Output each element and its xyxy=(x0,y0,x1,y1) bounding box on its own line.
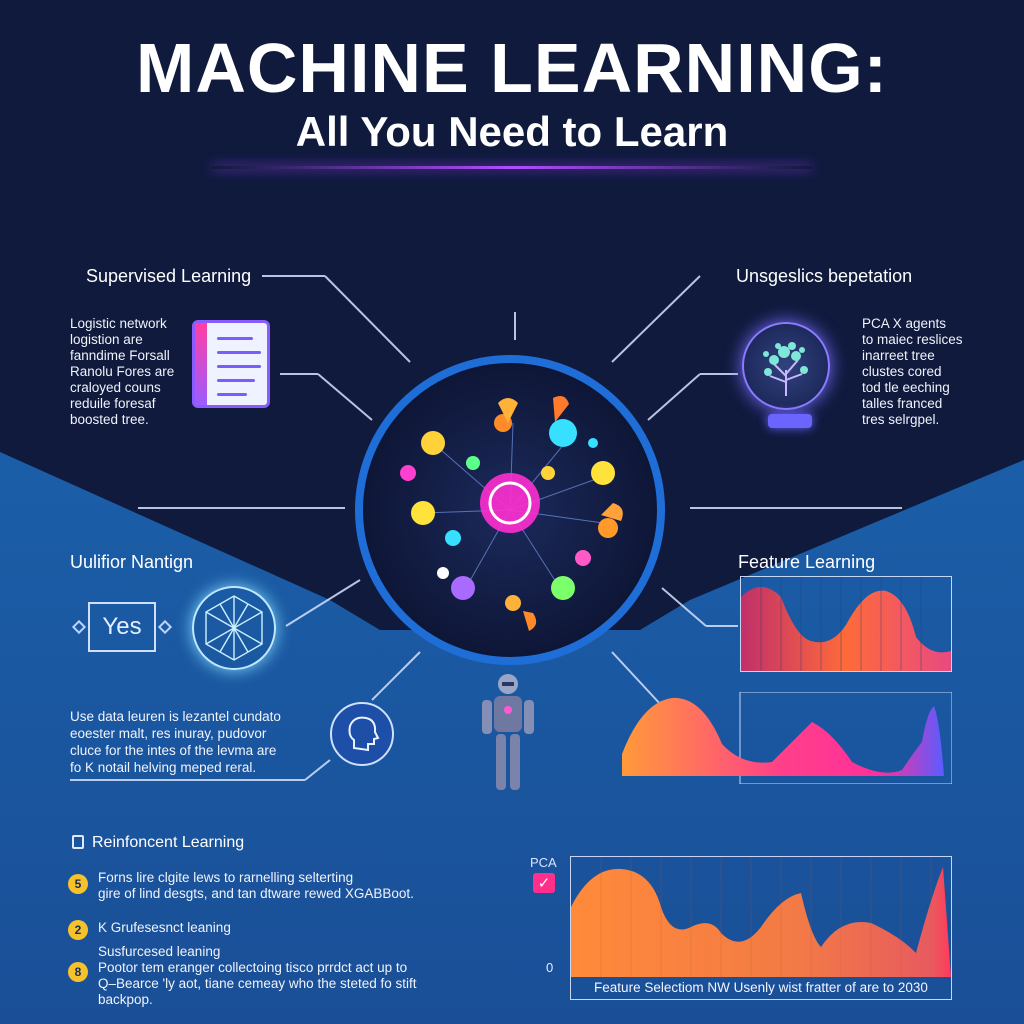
feature-chart-top xyxy=(740,576,952,672)
feature-learning-heading: Feature Learning xyxy=(738,552,876,572)
feature-selection-chart xyxy=(570,856,952,1000)
item-badge: 8 xyxy=(68,962,88,982)
unsupervised-line: talles franced xyxy=(862,396,943,411)
reinforcement-line: backpop. xyxy=(98,992,153,1007)
left-middle-line: Use data leuren is lezantel cundato xyxy=(70,709,281,724)
head-profile-icon xyxy=(330,702,394,766)
unsupervised-line: clustes cored xyxy=(862,364,942,379)
reinforcement-item: K Grufesesnct leaning xyxy=(98,920,231,936)
supervised-line: Logistic network xyxy=(70,316,167,331)
tree-base xyxy=(768,414,812,428)
item-badge: 2 xyxy=(68,920,88,940)
reinforcement-line: Forns lire clgite lews to rarnelling sel… xyxy=(98,870,354,885)
supervised-line: logistion are xyxy=(70,332,143,347)
document-icon xyxy=(192,320,270,408)
left-middle-text: Use data leuren is lezantel cundato eoes… xyxy=(70,708,281,776)
supervised-heading: Supervised Learning xyxy=(86,266,252,286)
unsupervised-line: to maiec reslices xyxy=(862,332,963,347)
reinforcement-line: Susfurcesed leaning xyxy=(98,944,221,959)
supervised-line: Ranolu Fores are xyxy=(70,364,175,379)
neural-cluster-graphic xyxy=(355,355,665,665)
supervised-line: fanndime Forsall xyxy=(70,348,170,363)
page-subtitle: All You Need to Learn xyxy=(295,108,729,155)
network-globe-icon xyxy=(192,586,276,670)
pca-label: PCA xyxy=(530,855,557,870)
left-middle-heading: Uulifior Nantign xyxy=(70,552,194,572)
unsupervised-line: tod tle eeching xyxy=(862,380,950,395)
robot-figure xyxy=(482,674,534,790)
left-middle-line: cluce for the intes of the levma are xyxy=(70,743,277,758)
title-divider xyxy=(212,166,812,169)
zero-axis-label: 0 xyxy=(546,960,554,975)
item-badge: 5 xyxy=(68,874,88,894)
unsupervised-heading: Unsgeslics bepetation xyxy=(736,266,913,286)
yes-label-box: Yes xyxy=(88,602,156,652)
feature-chart-middle xyxy=(622,692,952,784)
reinforcement-line: K Grufesesnct leaning xyxy=(98,920,231,935)
supervised-line: boosted tree. xyxy=(70,412,149,427)
reinforcement-heading: Reinfoncent Learning xyxy=(92,834,245,851)
feature-selection-caption: Feature Selectiom NW Usenly wist fratter… xyxy=(594,980,928,995)
unsupervised-line: tres selrgpel. xyxy=(862,412,940,427)
unsupervised-line: PCA X agents xyxy=(862,316,947,331)
unsupervised-line: inarreet tree xyxy=(862,348,935,363)
reinforcement-line: Q–Bearce 'ly aot, tiane cemeay who the s… xyxy=(98,976,417,991)
left-middle-line: eoester malt, res inuray, pudovor xyxy=(70,726,267,741)
reinforcement-item: Forns lire clgite lews to rarnelling sel… xyxy=(98,870,414,902)
page-title: MACHINE LEARNING: xyxy=(136,29,888,107)
supervised-text: Logistic network logistion are fanndime … xyxy=(70,316,174,428)
checkmark-icon: ✓ xyxy=(533,873,555,893)
reinforcement-line: gire of lind desgts, and tan dtware rewe… xyxy=(98,886,414,901)
tree-icon xyxy=(742,322,830,410)
supervised-line: reduile foresaf xyxy=(70,396,156,411)
left-middle-line: fo K notail helving meped reral. xyxy=(70,760,257,775)
unsupervised-text: PCA X agents to maiec reslices inarreet … xyxy=(862,316,963,428)
reinforcement-icon xyxy=(72,835,84,849)
reinforcement-line: Pootor tem eranger collectoing tisco prr… xyxy=(98,960,408,975)
reinforcement-item: Susfurcesed leaning Pootor tem eranger c… xyxy=(98,944,417,1008)
supervised-line: craloyed couns xyxy=(70,380,161,395)
